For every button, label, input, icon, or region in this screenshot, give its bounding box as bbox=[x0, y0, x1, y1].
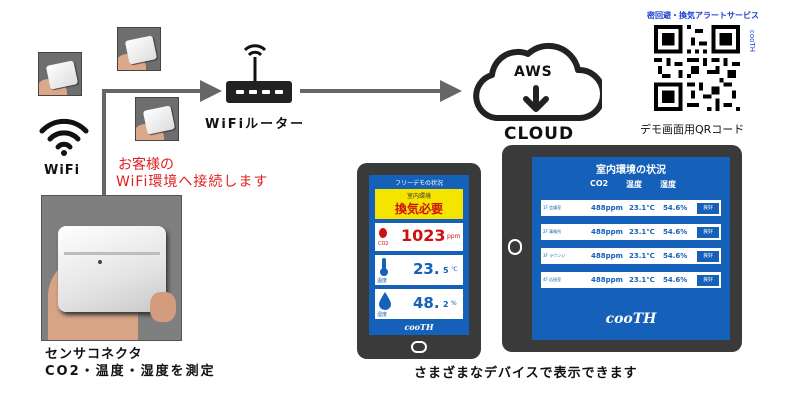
connector-line-to-cloud bbox=[300, 89, 445, 93]
row-hum: 54.6% bbox=[663, 204, 688, 212]
row-room: 1F 会議室 bbox=[543, 205, 562, 210]
row-co2: 488ppm bbox=[591, 228, 623, 236]
wifi-icon bbox=[39, 118, 89, 156]
phone-co2-unit: ppm bbox=[447, 233, 461, 240]
row-room: 2F 事務所 bbox=[543, 229, 562, 234]
table-row[interactable]: 1F 会議室 488ppm 23.1℃ 54.6% 良好 bbox=[540, 199, 722, 217]
qr-title: 密回避・換気アラートサービス bbox=[647, 11, 759, 20]
antenna-signal-icon bbox=[243, 44, 267, 82]
sensor-thumb-1 bbox=[38, 52, 82, 96]
tablet-screen: 室内環境の状況 CO2 温度 湿度 1F 会議室 488ppm 23.1℃ 54… bbox=[532, 157, 730, 340]
phone-hum-unit: % bbox=[451, 300, 457, 307]
phone-brand: cooTH bbox=[404, 322, 434, 332]
phone-temp-card: 温度 23. 5 ℃ bbox=[375, 255, 463, 285]
col-header-co2: CO2 bbox=[590, 179, 609, 188]
row-hum: 54.6% bbox=[663, 252, 688, 260]
phone-screen: フリーデモの状況 室内環境 換気必要 CO2 1023 ppm 温度 23. 5… bbox=[369, 175, 469, 335]
thermometer-icon bbox=[380, 258, 388, 276]
row-co2: 488ppm bbox=[591, 252, 623, 260]
row-status-badge: 良好 bbox=[697, 203, 719, 214]
table-row[interactable]: 2F 事務所 488ppm 23.1℃ 54.6% 良好 bbox=[540, 223, 722, 241]
sensor-thumb-3 bbox=[135, 97, 179, 141]
row-temp: 23.1℃ bbox=[629, 252, 655, 260]
row-status-badge: 良好 bbox=[697, 251, 719, 262]
col-header-hum: 湿度 bbox=[660, 180, 676, 189]
arrow-head-to-cloud bbox=[440, 80, 462, 102]
tablet-title: 室内環境の状況 bbox=[596, 165, 666, 176]
row-hum: 54.6% bbox=[663, 228, 688, 236]
sensor-connector-photo bbox=[41, 195, 182, 341]
devices-caption: さまざまなデバイスで表示できます bbox=[414, 366, 638, 381]
row-status-badge: 良好 bbox=[697, 275, 719, 286]
customer-note-line1: お客様の bbox=[118, 157, 174, 173]
phone-hum-value: 48. bbox=[413, 294, 440, 312]
phone-alert-label: 室内環境 bbox=[406, 193, 431, 200]
tablet-device: 室内環境の状況 CO2 温度 湿度 1F 会議室 488ppm 23.1℃ 54… bbox=[502, 145, 742, 352]
phone-alert-box: 室内環境 換気必要 bbox=[375, 189, 463, 219]
router-label: WiFiルーター bbox=[205, 117, 306, 132]
phone-device: フリーデモの状況 室内環境 換気必要 CO2 1023 ppm 温度 23. 5… bbox=[357, 163, 481, 359]
table-row[interactable]: 4F 応接室 488ppm 23.1℃ 54.6% 良好 bbox=[540, 271, 722, 289]
water-drop-icon bbox=[379, 292, 391, 310]
row-co2: 488ppm bbox=[591, 204, 623, 212]
qr-side-text: cooTH bbox=[748, 30, 756, 52]
co2-icon bbox=[379, 228, 387, 238]
tablet-home-button[interactable] bbox=[508, 239, 522, 255]
phone-hum-decimal: 2 bbox=[443, 300, 449, 309]
phone-alert-text: 換気必要 bbox=[394, 202, 443, 216]
phone-temp-decimal: 5 bbox=[443, 266, 449, 275]
table-row[interactable]: 3F ラウンジ 488ppm 23.1℃ 54.6% 良好 bbox=[540, 247, 722, 265]
row-room: 3F ラウンジ bbox=[543, 253, 566, 258]
sensor-caption-line1: センサコネクタ bbox=[45, 347, 143, 362]
cloud-label: CLOUD bbox=[504, 124, 575, 144]
row-temp: 23.1℃ bbox=[629, 228, 655, 236]
connector-line-vertical bbox=[102, 92, 106, 195]
tablet-brand: cooTH bbox=[605, 311, 657, 327]
row-temp: 23.1℃ bbox=[629, 204, 655, 212]
router-icon bbox=[226, 81, 292, 103]
sensor-caption-line2: CO2・温度・湿度を測定 bbox=[45, 364, 216, 379]
phone-co2-value: 1023 bbox=[401, 226, 446, 245]
qr-code[interactable] bbox=[654, 22, 740, 114]
phone-hum-card: 湿度 48. 2 % bbox=[375, 289, 463, 319]
phone-temp-value: 23. bbox=[413, 260, 440, 278]
phone-co2-label: CO2 bbox=[378, 241, 389, 247]
customer-note-line2: WiFi環境へ接続します bbox=[116, 174, 269, 190]
row-hum: 54.6% bbox=[663, 276, 688, 284]
col-header-temp: 温度 bbox=[626, 180, 642, 189]
arrow-head-to-router bbox=[200, 80, 222, 102]
aws-label: AWS bbox=[514, 64, 553, 80]
row-co2: 488ppm bbox=[591, 276, 623, 284]
row-temp: 23.1℃ bbox=[629, 276, 655, 284]
qr-caption: デモ画面用QRコード bbox=[640, 123, 745, 136]
cloud-icon bbox=[473, 42, 602, 121]
phone-hum-label: 湿度 bbox=[377, 312, 388, 318]
sensor-thumb-2 bbox=[117, 27, 161, 71]
phone-co2-card: CO2 1023 ppm bbox=[375, 223, 463, 251]
phone-temp-unit: ℃ bbox=[451, 266, 458, 273]
connector-line-horizontal bbox=[102, 89, 207, 93]
phone-temp-label: 温度 bbox=[377, 278, 388, 284]
row-status-badge: 良好 bbox=[697, 227, 719, 238]
wifi-label: WiFi bbox=[44, 163, 81, 178]
phone-header: フリーデモの状況 bbox=[394, 180, 443, 187]
row-room: 4F 応接室 bbox=[543, 277, 562, 282]
phone-home-button[interactable] bbox=[411, 341, 427, 353]
